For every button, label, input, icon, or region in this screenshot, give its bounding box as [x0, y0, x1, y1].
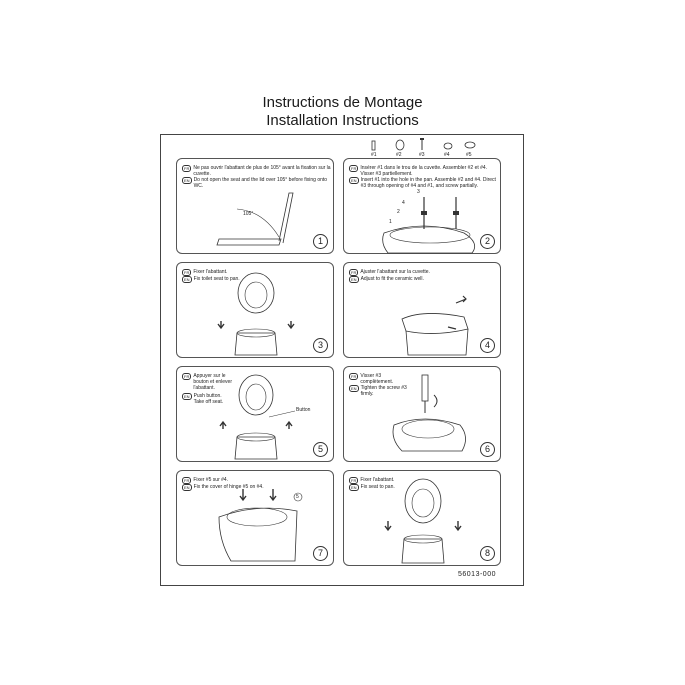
seat-lowering-illustration	[217, 272, 295, 356]
step-text-en: Fix seat to pan.	[360, 484, 395, 490]
fr-tag: FR	[182, 165, 192, 172]
marker-label: 3	[417, 189, 420, 195]
step-number: 3	[313, 338, 328, 353]
fr-tag: FR	[349, 165, 359, 172]
seat-fix-illustration	[384, 478, 462, 564]
step-text-fr: Ne pas ouvrir l'abattant de plus de 105°…	[193, 165, 331, 177]
en-tag: EN	[349, 177, 359, 184]
part-label: #3	[419, 152, 425, 158]
seat-adjust-illustration	[401, 295, 469, 356]
step-text-en: Push button. Take off seat.	[193, 393, 224, 405]
fr-tag: FR	[349, 477, 359, 484]
part-marker: 5	[296, 494, 299, 500]
step-text-fr: Visser #3 complètement.	[360, 373, 394, 385]
hinge-cover-illustration	[218, 489, 303, 562]
parts-icons	[371, 138, 476, 151]
hinge-assembly-illustration	[382, 197, 476, 254]
angle-label: 105°	[243, 211, 254, 217]
step-number: 1	[313, 234, 328, 249]
step-number: 4	[480, 338, 495, 353]
step-text-fr: Appuyer sur le bouton et enlever l'abatt…	[193, 373, 232, 391]
en-tag: EN	[182, 393, 192, 400]
step-number: 7	[313, 546, 328, 561]
fr-tag: FR	[349, 373, 359, 380]
step-text-fr: Ajuster l'abattant sur la cuvette.	[360, 269, 430, 275]
step-text-en: Insert #1 into the hole in the pan. Asse…	[360, 177, 496, 189]
en-tag: EN	[182, 484, 192, 491]
part-label: #4	[444, 152, 450, 158]
step-number: 5	[313, 442, 328, 457]
en-tag: EN	[182, 276, 192, 283]
step-text-en: Adjust to fit the ceramic well.	[360, 276, 424, 282]
en-tag: EN	[349, 484, 359, 491]
en-tag: EN	[349, 276, 359, 283]
step-text-fr: Insérer #1 dans le trou de la cuvette. A…	[360, 165, 488, 177]
step-text-fr: Fixer l'abattant.	[360, 477, 395, 483]
step-text-fr: Fixer #5 sur #4.	[193, 477, 229, 483]
instruction-sheet	[160, 134, 524, 586]
step-text-en: Fix the cover of hinge #5 on #4.	[193, 484, 264, 490]
en-tag: EN	[349, 385, 359, 392]
part-label: #5	[466, 152, 472, 158]
marker-label: 2	[397, 209, 400, 215]
part-label: #1	[371, 152, 377, 158]
step-number: 8	[480, 546, 495, 561]
seat-open-illustration	[216, 192, 294, 246]
step-number: 6	[480, 442, 495, 457]
title-english: Installation Instructions	[266, 112, 419, 129]
step-text-fr: Fixer l'abattant.	[193, 269, 228, 275]
fr-tag: FR	[182, 477, 192, 484]
step-text-en: Fix toilet seat to pan.	[193, 276, 240, 282]
seat-removal-illustration	[219, 374, 296, 460]
step-text-en: Tighten the screw #3 firmly.	[360, 385, 407, 397]
screw-tighten-illustration	[392, 374, 466, 452]
title-french: Instructions de Montage	[262, 94, 423, 111]
button-label: Button	[296, 407, 311, 413]
parts-row: #1 #2 #3 #4 #5	[370, 138, 480, 158]
marker-label: 1	[389, 219, 392, 225]
fr-tag: FR	[349, 269, 359, 276]
step-number: 2	[480, 234, 495, 249]
step-text-en: Do not open the seat and the lid over 10…	[193, 177, 328, 189]
en-tag: EN	[182, 177, 192, 184]
fr-tag: FR	[182, 269, 192, 276]
part-label: #2	[396, 152, 402, 158]
marker-label: 4	[402, 200, 405, 206]
fr-tag: FR	[182, 373, 192, 380]
product-code: 56013-000	[458, 571, 496, 578]
